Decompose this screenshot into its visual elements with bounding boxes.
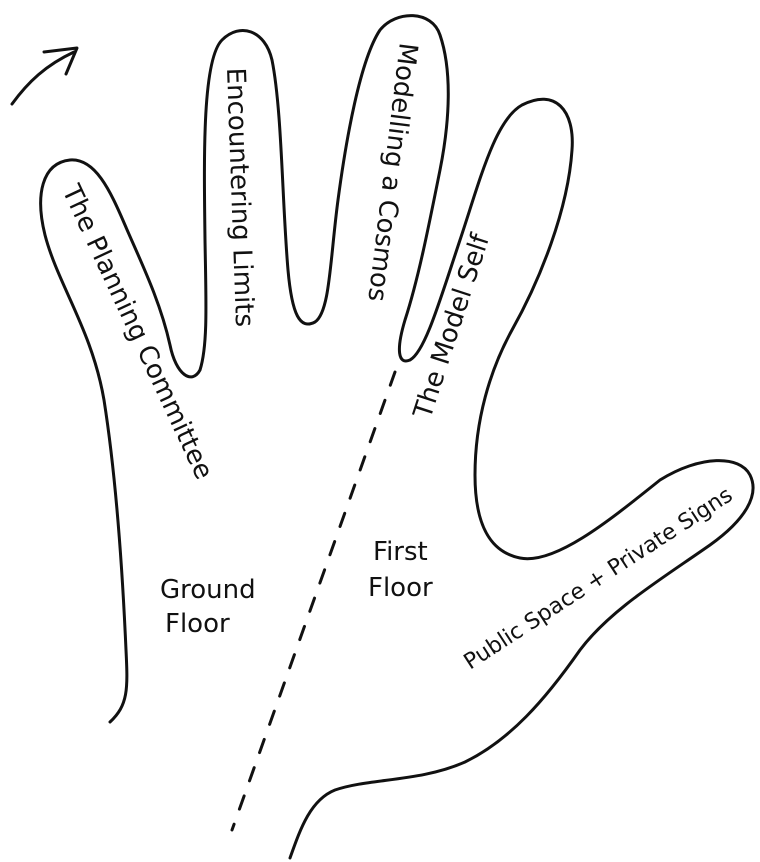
first-floor-label-line2: Floor [368,573,433,603]
ground-floor-label-line1: Ground [160,575,256,605]
thumb-label-public-space: Public Space + Private Signs [460,483,738,675]
finger-label-encountering-limits: Encountering Limits [220,67,259,327]
arrow-up-right-icon [12,48,77,104]
first-floor-label-line1: First [373,537,428,567]
finger-label-modelling-a-cosmos: Modelling a Cosmos [361,41,423,303]
ground-floor-label-line2: Floor [165,609,230,639]
finger-label-planning-committee: The Planning Committee [55,179,218,484]
